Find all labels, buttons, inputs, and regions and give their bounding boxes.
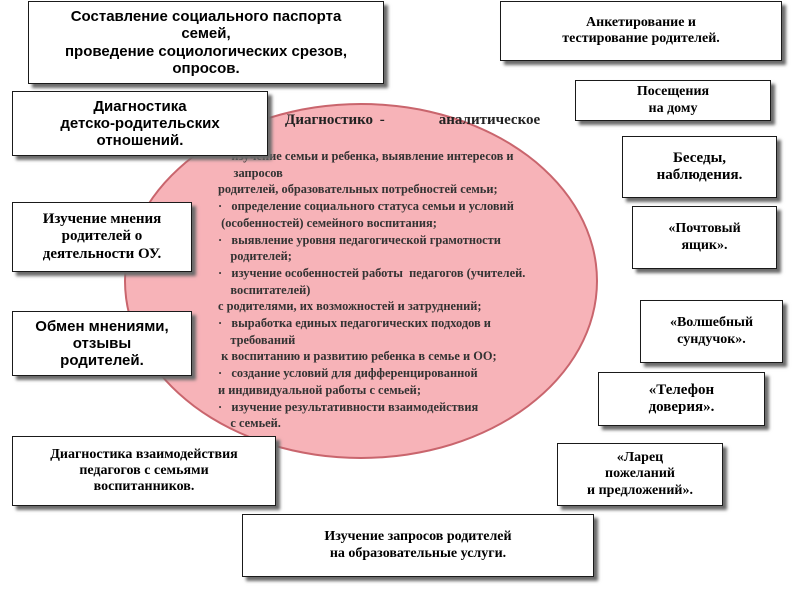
box-visits: Посещения на дому: [575, 80, 771, 121]
box-passport: Составление социального паспорта семей, …: [28, 1, 384, 84]
central-ellipse: [124, 103, 598, 459]
central-list-line: · изучение результативности взаимодейств…: [218, 399, 479, 414]
central-list-line: с семьей.: [218, 416, 281, 431]
central-list-line: запросов: [218, 165, 283, 180]
central-list-line: к воспитанию и развитию ребенка в семье …: [218, 349, 497, 364]
box-mailbox: «Почтовый ящик».: [632, 206, 777, 269]
box-talks: Беседы, наблюдения.: [622, 136, 777, 198]
box-questionnaire: Анкетирование и тестирование родителей.: [500, 1, 782, 61]
box-opinion: Изучение мнения родителей о деятельности…: [12, 202, 192, 272]
central-list-line: · изучение семьи и ребенка, выявление ин…: [218, 149, 514, 163]
central-list-line: · создание условий для дифференцированно…: [218, 366, 478, 381]
central-list-line: родителей;: [218, 249, 292, 264]
central-list-line: (особенностей) семейного воспитания;: [218, 215, 437, 230]
central-list: · изучение семьи и ребенка, выявление ин…: [218, 148, 598, 432]
central-list-line: родителей, образовательных потребностей …: [218, 182, 498, 197]
central-list-line: требований: [218, 332, 296, 347]
central-list-line: воспитателей): [218, 282, 311, 297]
central-list-line: и индивидуальной работы с семьей;: [218, 382, 421, 397]
box-exchange: Обмен мнениями, отзывы родителей.: [12, 311, 192, 376]
box-wish-box: «Ларец пожеланий и предложений».: [557, 443, 723, 506]
central-list-line: · изучение особенностей работы педагогов…: [218, 265, 526, 280]
central-list-line: · определение социального статуса семьи …: [218, 199, 514, 214]
box-requests: Изучение запросов родителей на образоват…: [242, 514, 594, 577]
box-child-parent: Диагностика детско-родительских отношени…: [12, 91, 268, 156]
box-interaction: Диагностика взаимодействия педагогов с с…: [12, 436, 276, 506]
central-title: Диагностико - аналитическое: [285, 112, 541, 128]
box-hotline: «Телефон доверия».: [598, 372, 765, 426]
box-magic-chest: «Волшебный сундучок».: [640, 300, 783, 363]
central-list-line: с родителями, их возможностей и затрудне…: [218, 299, 482, 314]
central-list-line: · выявление уровня педагогической грамот…: [218, 232, 501, 247]
central-list-line: · выработка единых педагогических подход…: [218, 316, 491, 331]
